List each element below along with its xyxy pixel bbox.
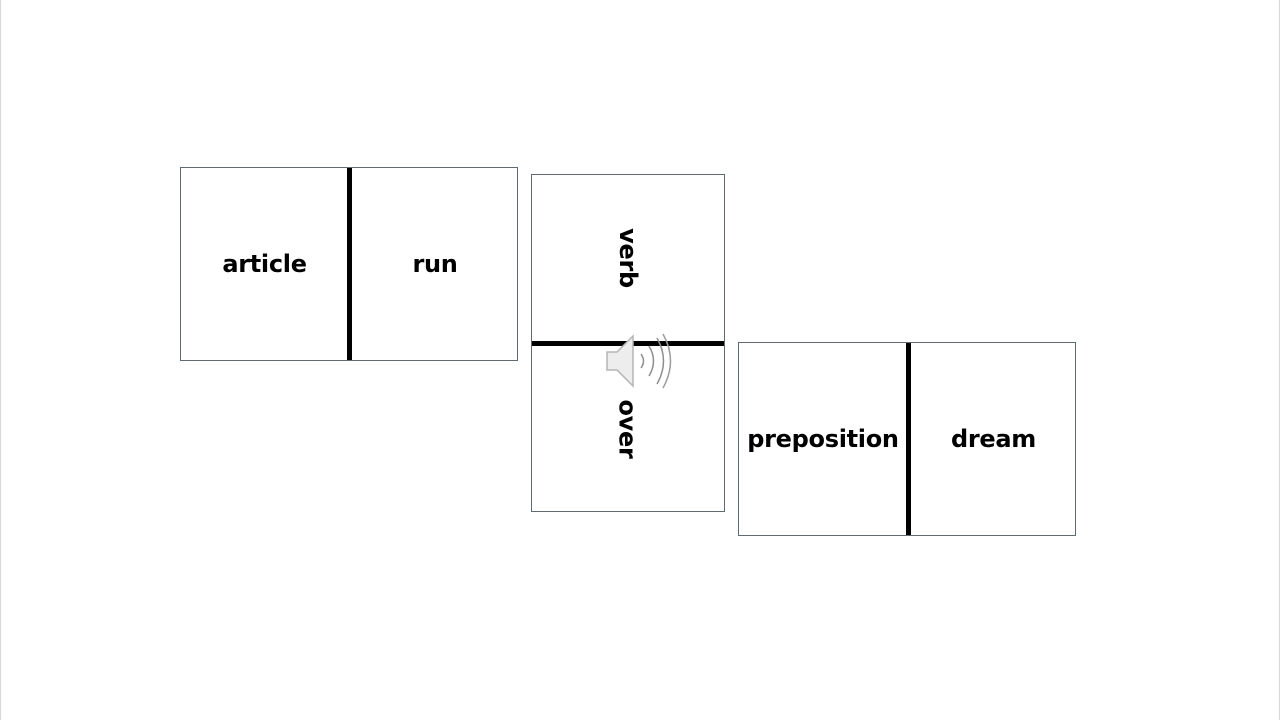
- domino-half-top: verb: [532, 175, 724, 341]
- domino-half-left: article: [181, 168, 348, 360]
- domino-word-dream: dream: [951, 425, 1036, 453]
- domino-word-preposition: preposition: [747, 425, 899, 453]
- domino-word-over: over: [613, 398, 642, 459]
- domino-word-verb: verb: [614, 228, 642, 288]
- domino-half-right: run: [353, 168, 517, 360]
- domino-half-right: dream: [912, 343, 1075, 535]
- domino-word-run: run: [412, 250, 458, 278]
- domino-card-1[interactable]: article run: [180, 167, 518, 361]
- domino-divider: [906, 343, 911, 535]
- speaker-icon[interactable]: [603, 330, 679, 392]
- domino-divider: [347, 168, 352, 360]
- domino-half-left: preposition: [739, 343, 907, 535]
- domino-card-3[interactable]: preposition dream: [738, 342, 1076, 536]
- domino-word-article: article: [222, 250, 307, 278]
